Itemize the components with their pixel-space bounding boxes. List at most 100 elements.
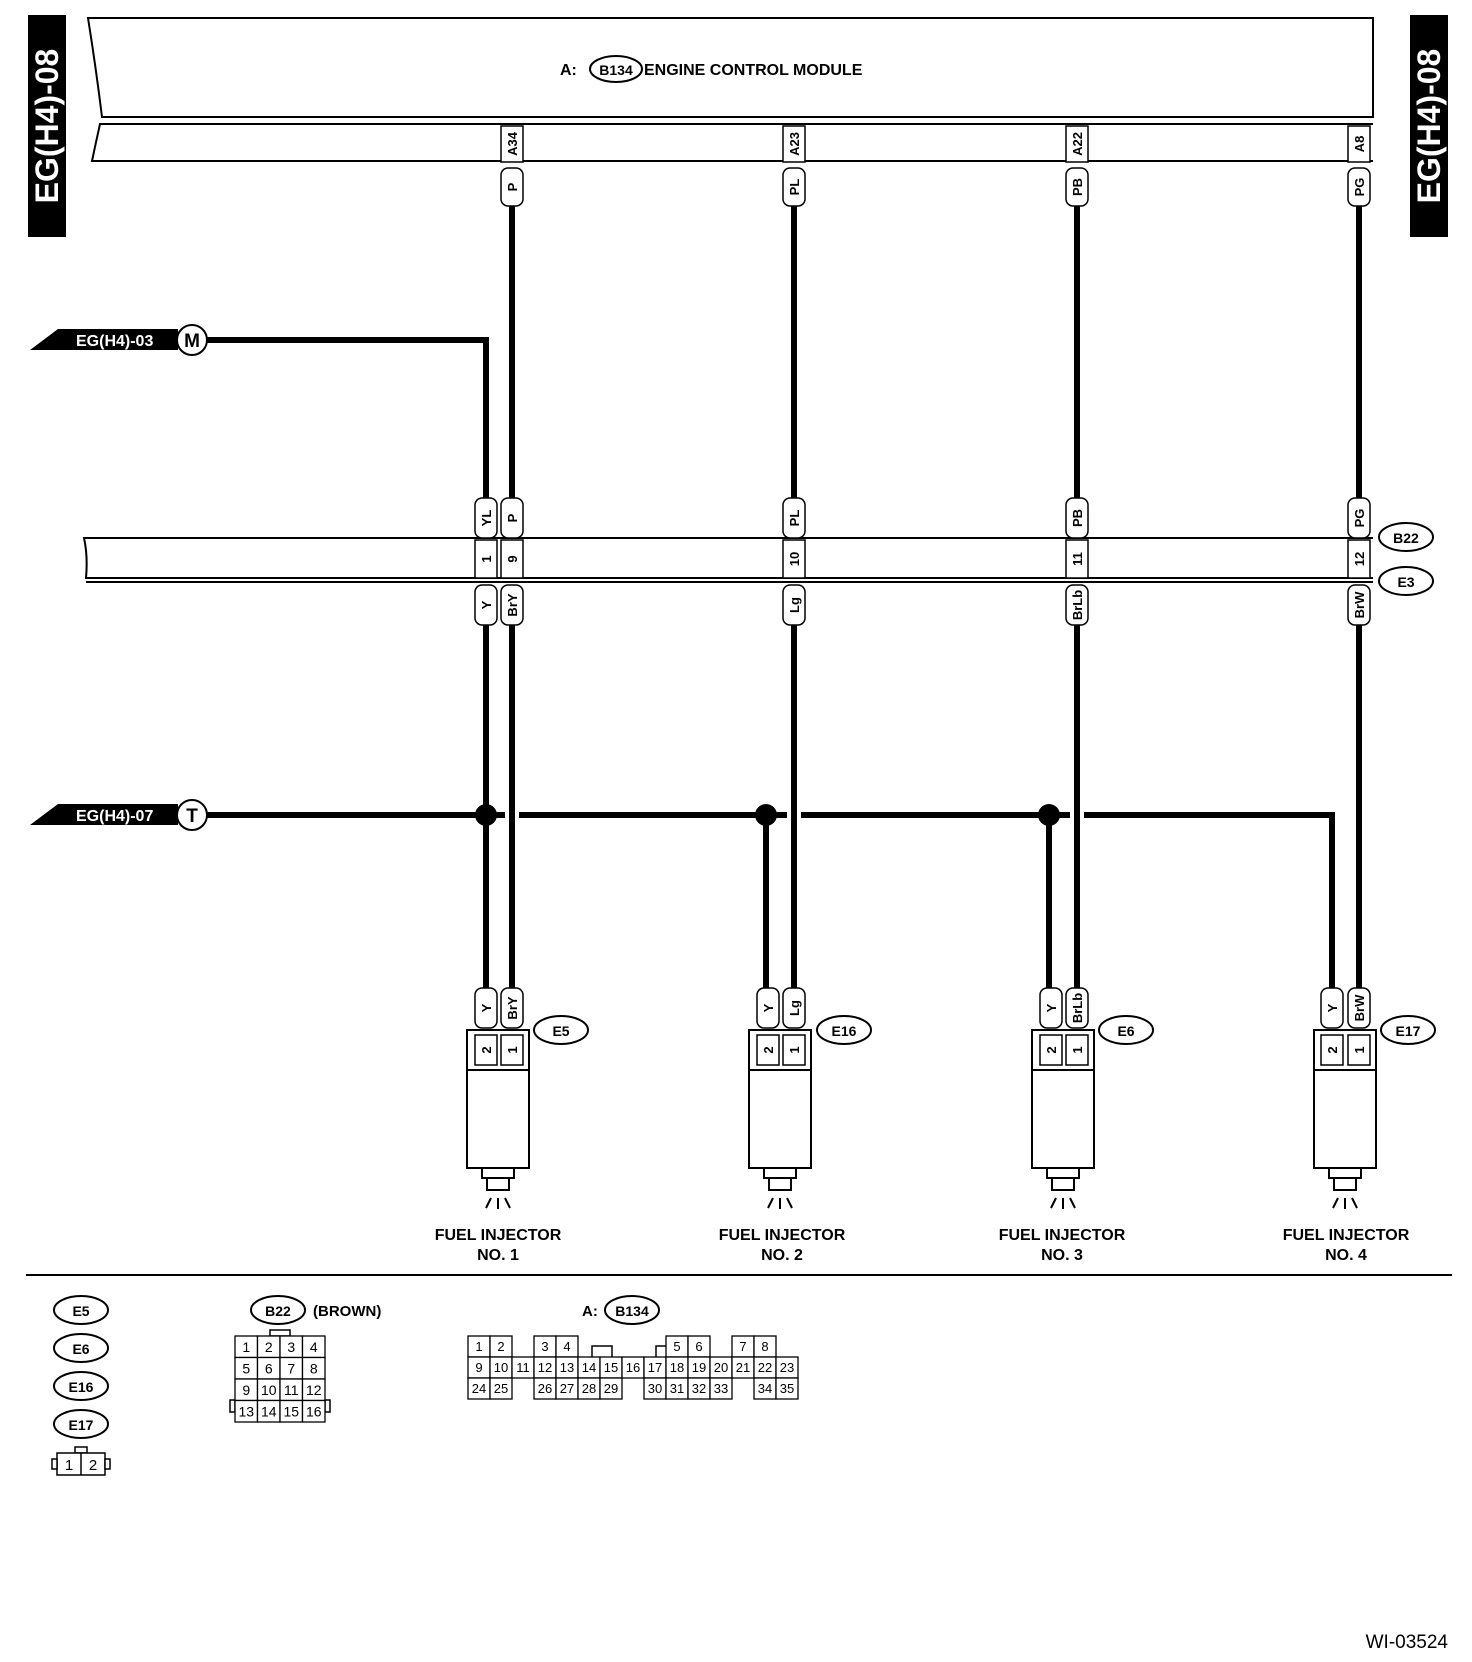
connector-pin-number: 9 — [242, 1382, 250, 1398]
right-page-tag-label: EG(H4)-08 — [1411, 49, 1447, 204]
injector-label-line1: FUEL INJECTOR — [999, 1227, 1126, 1244]
joint-upper-connector-badge — [1378, 522, 1434, 552]
injector-wire-pin1: BrW — [1352, 994, 1367, 1021]
connector-pin-number: 27 — [560, 1381, 574, 1396]
ecm-pin-label: A23 — [787, 132, 802, 156]
connector-pin-number: 1 — [242, 1339, 250, 1355]
connector-pin-number: 22 — [758, 1360, 772, 1375]
legend-connector-label: E17 — [69, 1417, 94, 1433]
ecm-pin-label: A8 — [1352, 136, 1367, 153]
ecm-prefix: A: — [560, 62, 577, 79]
connector-pin-number: 18 — [670, 1360, 684, 1375]
joint-pin-9: P 9 BrY — [500, 497, 524, 626]
connector-pin-number: 7 — [739, 1339, 746, 1354]
connector-pin-number: 2 — [265, 1339, 273, 1355]
injector-label-line2: NO. 1 — [477, 1247, 519, 1264]
connector-pin-number: 12 — [538, 1360, 552, 1375]
injector-wire-pin2: Y — [1044, 1003, 1059, 1012]
injector-label-line1: FUEL INJECTOR — [719, 1227, 846, 1244]
injector-wire-pin1: Lg — [787, 1000, 802, 1016]
ref-t-flag — [30, 804, 178, 825]
injector-wires — [483, 625, 1362, 988]
joint-pin-10: PL 10 Lg — [782, 497, 806, 626]
connector-pin-number: 6 — [695, 1339, 702, 1354]
legend-b22-connector: B22 — [265, 1303, 291, 1319]
connector-pin-number: 8 — [310, 1360, 318, 1376]
joint-pin-1: YL 1 Y — [474, 497, 498, 626]
joint-upper-wire: PB — [1070, 509, 1085, 527]
ecm-body — [86, 17, 1374, 118]
fuel-injector-1: Y BrY 2 1 E5 FUEL INJECTOR NO. 1 — [435, 987, 589, 1264]
legend-connector-label: E16 — [69, 1379, 94, 1395]
splice-dot — [475, 804, 497, 826]
injector-pin1-number: 1 — [787, 1046, 802, 1053]
joint-pin-12: PG 12 BrW — [1347, 497, 1371, 626]
connector-pin-number: 3 — [541, 1339, 548, 1354]
connector-pin-number: 24 — [472, 1381, 486, 1396]
connector-pin-number: 14 — [261, 1403, 277, 1419]
connector-pin-number: 33 — [714, 1381, 728, 1396]
legend-connector-label: E5 — [72, 1303, 89, 1319]
joint-lower-wire: Lg — [787, 597, 802, 613]
injector-pin1-number: 1 — [505, 1046, 520, 1053]
injector-connector-label: E5 — [552, 1023, 569, 1039]
connector-cell — [709, 1377, 733, 1400]
legend-injector-connectors: E5 E6 E16 E17 1 2 — [51, 1295, 111, 1476]
connector-pin-number: 31 — [670, 1381, 684, 1396]
injector-pin2-number: 2 — [761, 1046, 776, 1053]
connector-pin-number: 13 — [560, 1360, 574, 1375]
connector-pin-number: 30 — [648, 1381, 662, 1396]
injector-pin2-number: 2 — [479, 1046, 494, 1053]
connector-pin-number: 16 — [306, 1403, 322, 1419]
wire-t-bus — [207, 812, 1335, 988]
joint-pin-number: 9 — [505, 555, 520, 562]
injector-pin2-number: 2 — [1044, 1046, 1059, 1053]
ecm-pin-label: A22 — [1070, 132, 1085, 156]
connector-pin-number: 25 — [494, 1381, 508, 1396]
ref-m-flag — [30, 329, 178, 350]
joint-lower-wire: BrLb — [1070, 590, 1085, 620]
connector-pin-number: 21 — [736, 1360, 750, 1375]
connector-pin-number: 28 — [582, 1381, 596, 1396]
joint-pin-number: 12 — [1352, 552, 1367, 566]
injector-wire-pin1: BrLb — [1070, 993, 1085, 1023]
connector-pin-number: 35 — [780, 1381, 794, 1396]
ecm-wire-color: P — [505, 182, 520, 191]
joint-pin-11: PB 11 BrLb — [1065, 497, 1089, 626]
joint-lower-connector-badge — [1378, 566, 1434, 596]
joint-connector-body — [82, 537, 1373, 579]
connector-cell — [489, 1377, 513, 1400]
fuel-injector-2: Y Lg 2 1 E16 FUEL INJECTOR NO. 2 — [719, 987, 872, 1264]
ecm-pin-A23: A23 PL — [782, 125, 806, 207]
connector-pin-number: 6 — [265, 1360, 273, 1376]
joint-upper-wire: PG — [1352, 509, 1367, 528]
connector-pin-number: 2 — [497, 1339, 504, 1354]
injector-label-line1: FUEL INJECTOR — [435, 1227, 562, 1244]
connector-pin-number: 23 — [780, 1360, 794, 1375]
connector-pin-number: 29 — [604, 1381, 618, 1396]
injector-pin1-number: 1 — [1352, 1046, 1367, 1053]
connector-pin-number: 15 — [283, 1403, 299, 1419]
ref-m-page: EG(H4)-03 — [76, 333, 153, 350]
connector-cell — [599, 1377, 623, 1400]
connector-pin-number: 10 — [261, 1382, 277, 1398]
joint-pin-number: 1 — [479, 555, 494, 562]
ecm-connector-badge — [589, 55, 643, 83]
fuel-injector-4: Y BrW 2 1 E17 FUEL INJECTOR NO. 4 — [1283, 987, 1436, 1264]
connector-pin-number: 17 — [648, 1360, 662, 1375]
legend-injector-pin: 2 — [89, 1457, 97, 1474]
ecm-wire-color: PL — [787, 179, 802, 196]
connector-pin-number: 34 — [758, 1381, 772, 1396]
joint-pin-number: 11 — [1070, 552, 1085, 566]
ref-m-letter: M — [184, 331, 200, 352]
connector-pin-number: 9 — [475, 1360, 482, 1375]
legend-injector-pin: 1 — [65, 1457, 73, 1474]
connector-pin-number: 11 — [516, 1360, 530, 1375]
injector-label-line1: FUEL INJECTOR — [1283, 1227, 1410, 1244]
ecm-pin-strip — [90, 123, 1373, 162]
connector-pin-number: 15 — [604, 1360, 618, 1375]
